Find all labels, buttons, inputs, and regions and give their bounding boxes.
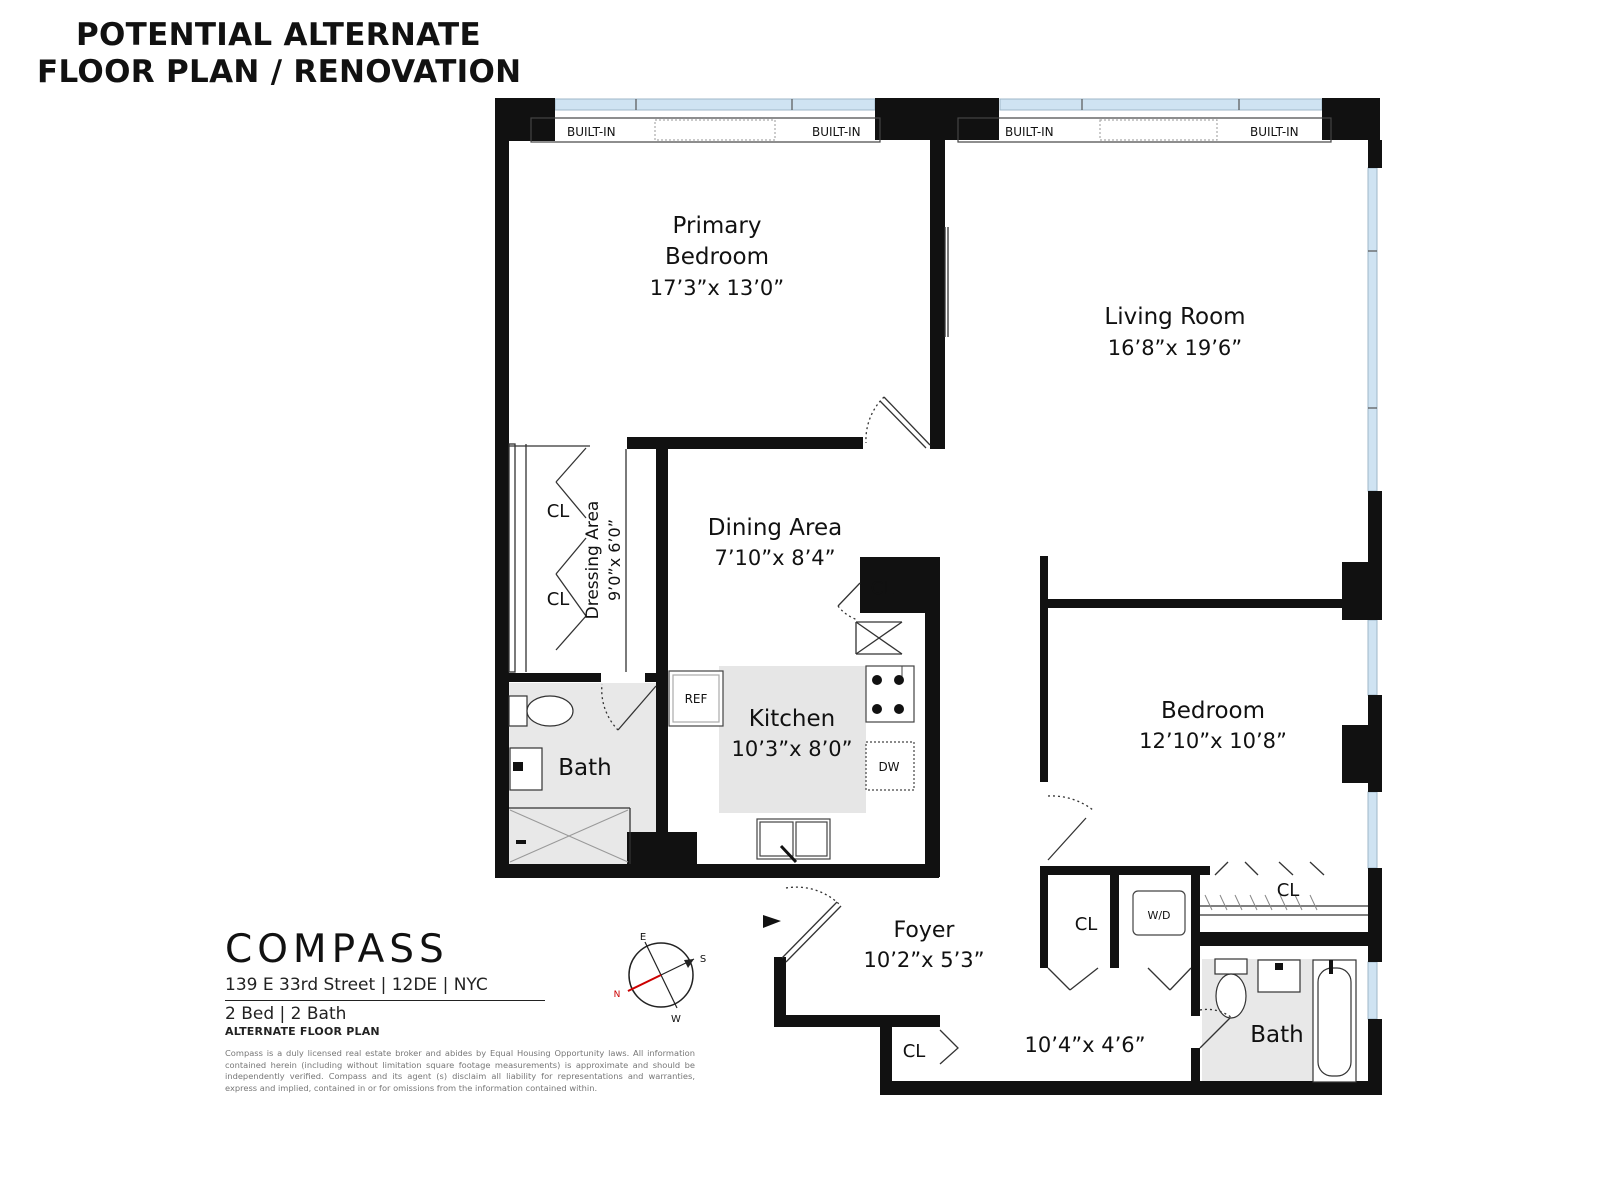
kitchen-dims: 10’3”x 8’0”	[731, 737, 852, 761]
closet-label-dining: CL	[871, 578, 894, 599]
foyer-name: Foyer	[894, 918, 956, 943]
plan-title-line-1: POTENTIAL ALTERNATE	[76, 17, 481, 53]
closet-label-dressing-1: CL	[547, 501, 570, 522]
compass-e: E	[640, 932, 646, 943]
bath-left-name: Bath	[558, 755, 611, 781]
bath-right-fixtures	[1214, 958, 1357, 1083]
compass-w: W	[671, 1014, 681, 1025]
dining-area-name: Dining Area	[708, 515, 843, 541]
foyer-dims: 10’2”x 5’3”	[863, 948, 984, 972]
legal-disclaimer: Compass is a duly licensed real estate b…	[225, 1048, 695, 1093]
dining-area-dims: 7’10”x 8’4”	[714, 546, 835, 570]
beds-baths: 2 Bed | 2 Bath	[225, 1004, 347, 1024]
bedroom-name: Bedroom	[1161, 698, 1265, 724]
wd-label: W/D	[1147, 909, 1170, 922]
builtin-label-1: BUILT-IN	[567, 125, 616, 139]
hall-dims: 10’4”x 4’6”	[1024, 1033, 1145, 1057]
bedroom-dims: 12’10”x 10’8”	[1139, 729, 1287, 753]
footer-divider	[225, 1000, 545, 1001]
primary-bedroom-name-2: Bedroom	[665, 244, 769, 270]
primary-bedroom-dims: 17’3”x 13’0”	[650, 276, 784, 300]
doors	[601, 396, 1368, 1065]
plan-title-line-2: FLOOR PLAN / RENOVATION	[37, 54, 522, 90]
compass-logo: COMPASS	[225, 927, 449, 972]
walls	[495, 98, 1382, 1095]
closet-label-foyer: CL	[903, 1041, 926, 1062]
plan-type: ALTERNATE FLOOR PLAN	[225, 1025, 380, 1038]
closet-label-hall: CL	[1075, 914, 1098, 935]
builtin-label-4: BUILT-IN	[1250, 125, 1299, 139]
ref-label: REF	[685, 692, 708, 706]
compass-n: N	[614, 990, 621, 1000]
builtin-label-2: BUILT-IN	[812, 125, 861, 139]
compass-s: S	[700, 954, 706, 965]
closet-label-bedroom: CL	[1277, 880, 1300, 901]
kitchen-island	[719, 666, 866, 813]
listing-address: 139 E 33rd Street | 12DE | NYC	[225, 975, 488, 995]
bath-right-name: Bath	[1250, 1022, 1303, 1048]
dressing-area-dims: 9’0”x 6’0”	[605, 519, 624, 601]
closet-label-dressing-2: CL	[547, 589, 570, 610]
washer-dryer	[1132, 890, 1186, 936]
primary-bedroom-name-1: Primary	[673, 213, 762, 239]
entry-arrow-icon	[763, 915, 781, 928]
builtin-label-3: BUILT-IN	[1005, 125, 1054, 139]
built-ins	[530, 117, 1332, 143]
compass-rose-icon: E S W N	[614, 932, 707, 1025]
dressing-area-name: Dressing Area	[583, 501, 603, 620]
kitchen-name: Kitchen	[749, 706, 835, 732]
living-room-name: Living Room	[1104, 304, 1245, 330]
shower	[509, 809, 629, 863]
dw-label: DW	[878, 760, 899, 774]
living-room-dims: 16’8”x 19’6”	[1108, 336, 1242, 360]
